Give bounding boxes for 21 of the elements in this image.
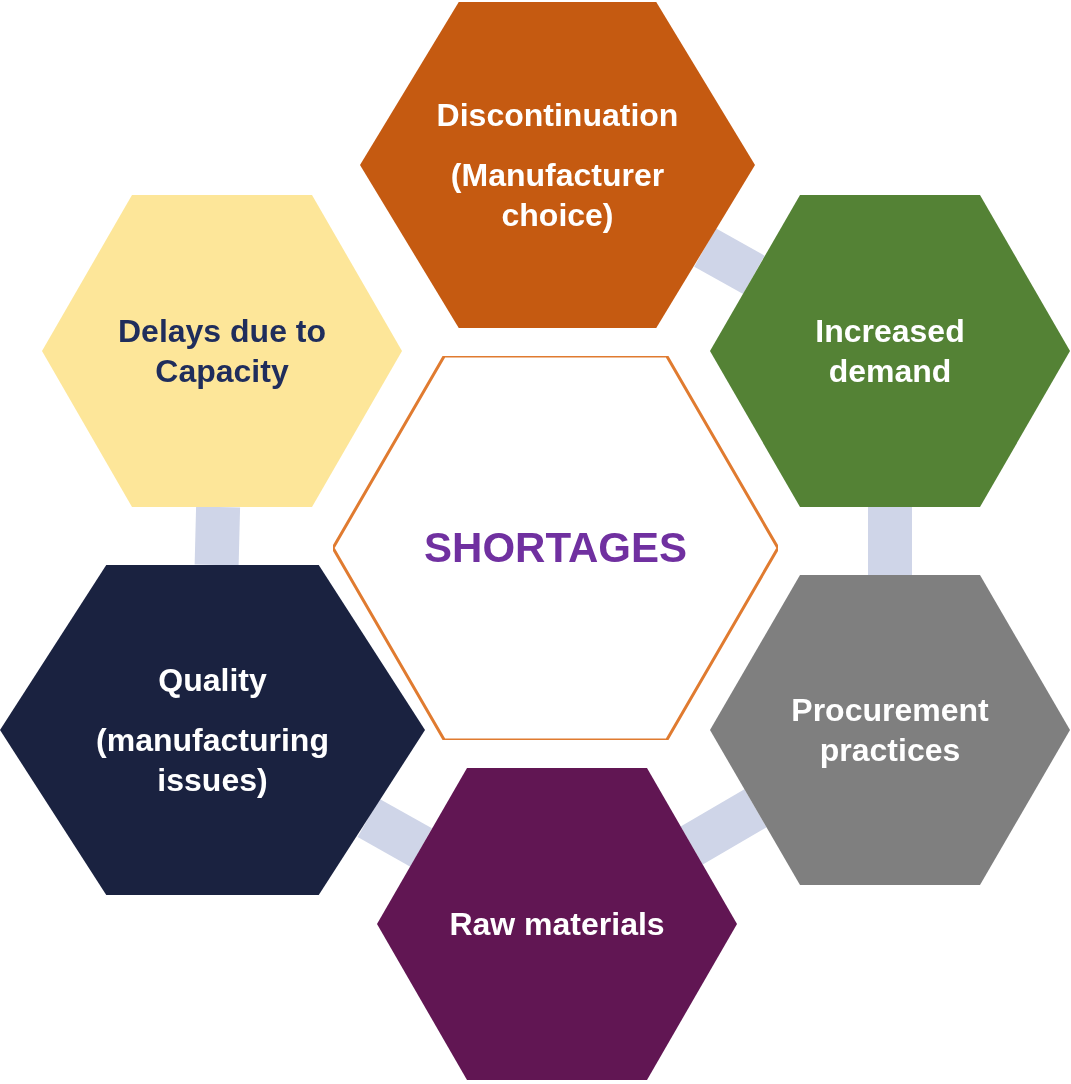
connector-band — [357, 798, 432, 867]
hexagon-label: Increased demand — [814, 312, 966, 391]
hexagon-label: Discontinuation — [435, 96, 680, 135]
hexagon-label: SHORTAGES — [423, 522, 688, 573]
hexagon — [0, 565, 425, 895]
connector-band — [868, 507, 912, 575]
center-hexagon — [333, 356, 778, 740]
hexagon-label: Procurement practices — [790, 691, 990, 770]
hexagon-label: Raw materials — [448, 905, 666, 944]
hexagon — [360, 2, 755, 328]
connector-band — [680, 789, 767, 865]
hexagon — [377, 768, 737, 1080]
hexagon-label: (Manufacturer choice) — [449, 156, 666, 235]
hexagon-label: Quality — [157, 661, 268, 700]
hexagon-label: Delays due to Capacity — [116, 312, 328, 391]
connector-band — [194, 506, 241, 566]
hexagon-label: (manufacturing issues) — [95, 721, 330, 800]
connector-band — [694, 228, 765, 295]
hexagon — [710, 195, 1070, 507]
hexagon — [710, 575, 1070, 885]
hexagon — [42, 195, 402, 507]
